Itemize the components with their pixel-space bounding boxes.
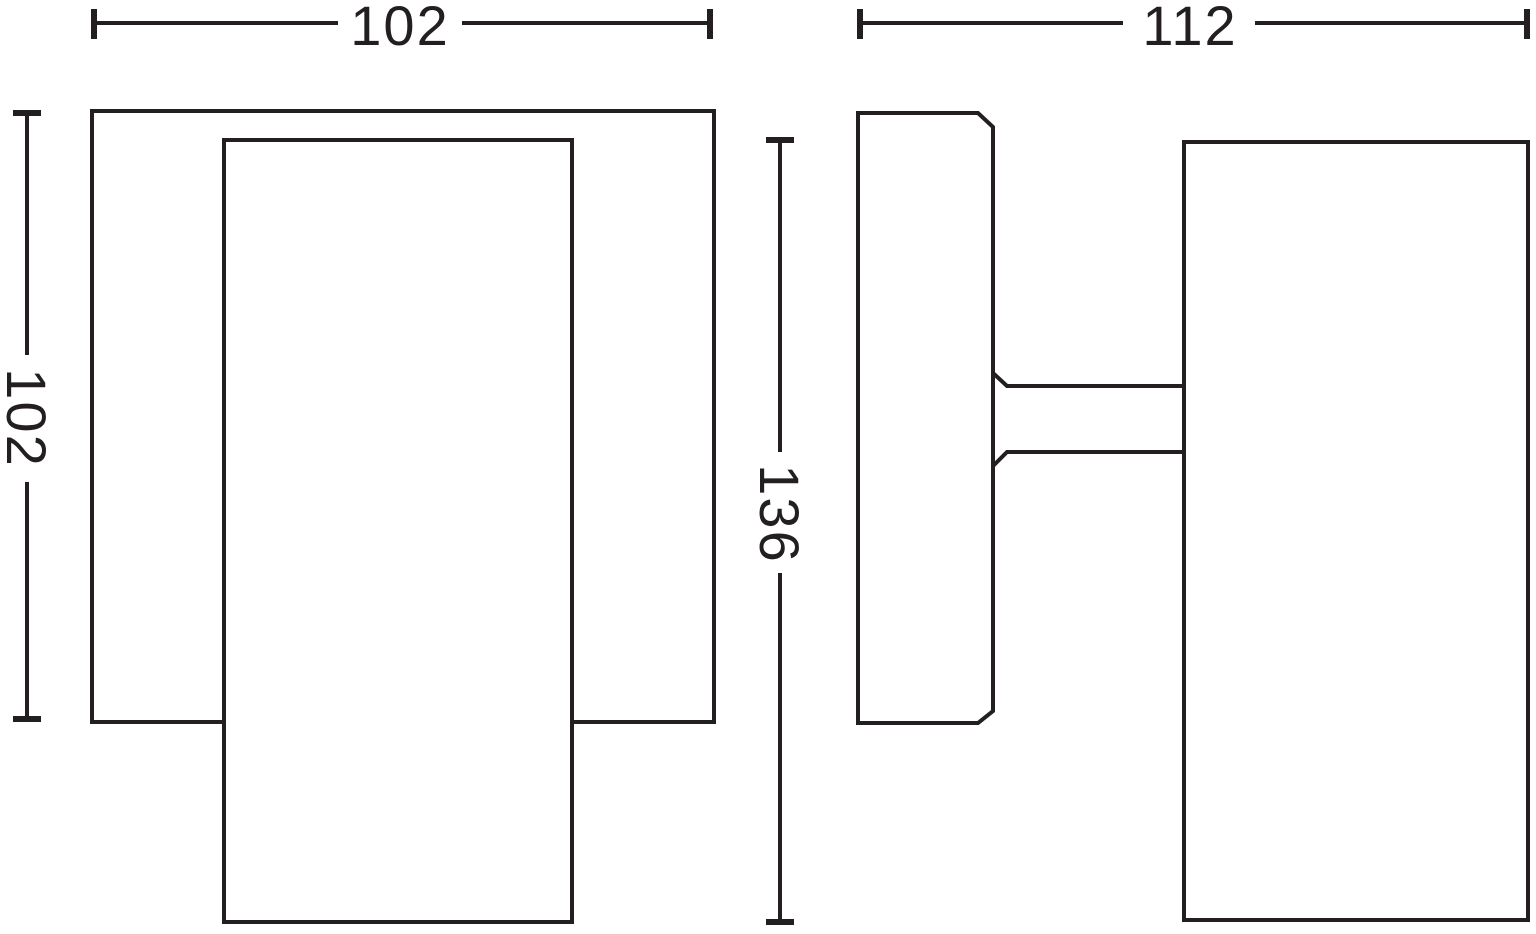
dimension-front-height: 102: [0, 110, 58, 722]
dimension-side-depth: 112: [857, 0, 1530, 57]
front-view: [90, 109, 716, 924]
dimension-side-height: 136: [748, 137, 811, 925]
side-mount-plate-outline: [856, 111, 995, 725]
side-depth-dim-ticks: [857, 9, 1530, 39]
front-spot-body-outline: [222, 138, 574, 924]
front-width-dim-ticks: [91, 9, 713, 39]
side-depth-dim-label: 112: [1142, 0, 1237, 57]
dimension-front-width: 102: [91, 0, 713, 57]
front-width-dim-label: 102: [350, 0, 449, 57]
side-spot-body-outline: [1182, 140, 1530, 922]
front-height-dim-label: 102: [0, 368, 58, 467]
front-height-dim-ticks: [13, 110, 41, 722]
side-height-dim-label: 136: [748, 464, 811, 563]
side-arm-outline: [991, 368, 1186, 471]
side-height-dim-ticks: [766, 137, 794, 925]
side-view: [856, 111, 1530, 922]
